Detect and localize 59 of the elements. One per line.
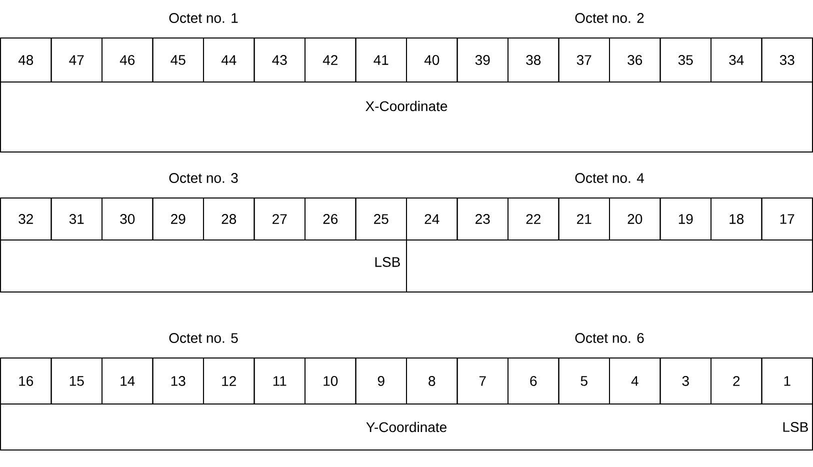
table-cell: 4 — [609, 358, 661, 404]
table-cell: 1 — [761, 358, 813, 404]
table-cell: 8 — [406, 358, 458, 404]
table-cell: 15 — [50, 358, 102, 404]
table-cell: 32 — [0, 198, 52, 240]
octet-heading: Octet no. 3 — [169, 173, 238, 183]
table-cell: 38 — [508, 38, 560, 82]
table-cell: 26 — [304, 198, 356, 240]
table-cell: 29 — [152, 198, 204, 240]
table-cell: 42 — [304, 38, 356, 82]
table-cell: 9 — [355, 358, 407, 404]
table-cell: 41 — [355, 38, 407, 82]
label: Y-Coordinate — [366, 422, 446, 432]
table-cell: LSB — [0, 240, 407, 292]
table-cell: 2 — [710, 358, 762, 404]
table-cell: 37 — [558, 38, 610, 82]
octet-heading: Octet no. 2 — [575, 13, 644, 23]
table-cell: 31 — [50, 198, 102, 240]
table-cell: 19 — [660, 198, 712, 240]
table-cell: 20 — [609, 198, 661, 240]
table-cell: 44 — [203, 38, 255, 82]
table-cell: 34 — [710, 38, 762, 82]
table-cell: 43 — [254, 38, 306, 82]
table-cell: 39 — [456, 38, 508, 82]
table-cell: 10 — [304, 358, 356, 404]
table-cell: 23 — [456, 198, 508, 240]
table-cell: 18 — [710, 198, 762, 240]
table-cell: 33 — [761, 38, 813, 82]
octet-heading: Octet no. 1 — [169, 13, 238, 23]
octet-heading: Octet no. 5 — [169, 333, 238, 343]
table-cell: 12 — [203, 358, 255, 404]
octet-heading: Octet no. 6 — [575, 333, 644, 343]
table-cell: 40 — [406, 38, 458, 82]
table-cell: 36 — [609, 38, 661, 82]
table-cell: 48 — [0, 38, 52, 82]
table-cell: 5 — [558, 358, 610, 404]
table-cell: 25 — [355, 198, 407, 240]
table-cell: Y-Coordinate LSB — [0, 404, 813, 450]
table-cell: 13 — [152, 358, 204, 404]
table-cell: X-Coordinate — [0, 82, 813, 152]
table-cell: 45 — [152, 38, 204, 82]
table-cell: 47 — [50, 38, 102, 82]
label: LSB — [783, 422, 808, 432]
table-cell: 17 — [761, 198, 813, 240]
table-cell: 21 — [558, 198, 610, 240]
table-cell: 16 — [0, 358, 52, 404]
table-cell: 3 — [660, 358, 712, 404]
table-cell: 30 — [102, 198, 154, 240]
octet-heading: Octet no. 4 — [575, 173, 644, 183]
table-cell: 46 — [102, 38, 154, 82]
table-cell: 27 — [254, 198, 306, 240]
table-cell: 14 — [102, 358, 154, 404]
table-cell: 11 — [254, 358, 306, 404]
table-cell: 24 — [406, 198, 458, 240]
table-cell: 28 — [203, 198, 255, 240]
table-cell: 22 — [508, 198, 560, 240]
table-cell: 35 — [660, 38, 712, 82]
table-cell: 6 — [508, 358, 560, 404]
table-cell: 7 — [456, 358, 508, 404]
